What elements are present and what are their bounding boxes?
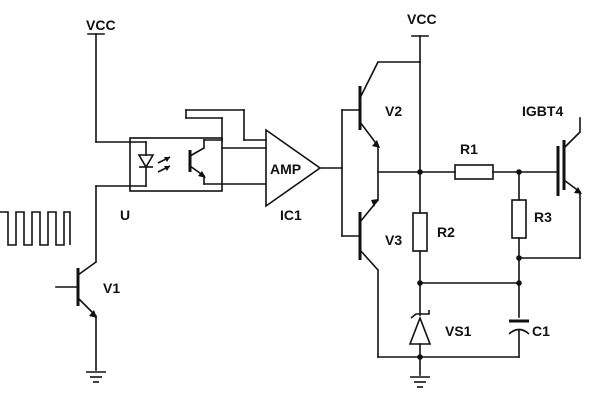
- resistor-r1-label: R1: [460, 141, 478, 157]
- capacitor-c1: C1: [508, 319, 550, 358]
- transistor-v3: V3: [358, 199, 402, 358]
- amplifier-ic1: AMP IC1: [265, 128, 322, 223]
- optocoupler-label: U: [120, 207, 130, 223]
- transistor-v1: V1: [55, 185, 120, 371]
- vcc-left-label: VCC: [86, 17, 116, 33]
- zener-vs1: VS1: [408, 282, 472, 376]
- amp-feedback-wires: [185, 109, 267, 185]
- resistor-r1: R1: [454, 141, 494, 180]
- transistor-v2: V2: [358, 61, 421, 201]
- transistor-v3-label: V3: [385, 232, 402, 248]
- resistor-r2-label: R2: [437, 224, 455, 240]
- optocoupler-u: U: [95, 137, 223, 223]
- output-node-wires: [377, 169, 559, 175]
- igbt-label: IGBT4: [522, 103, 563, 119]
- push-pull-bases: [319, 109, 361, 237]
- capacitor-c1-label: C1: [532, 323, 550, 339]
- transistor-v1-label: V1: [103, 280, 120, 296]
- amplifier-label: AMP: [270, 161, 301, 177]
- ic1-label: IC1: [280, 207, 302, 223]
- ground-right-icon: [410, 376, 430, 388]
- pulse-waveform-icon: [0, 211, 71, 246]
- vcc-right-label: VCC: [407, 11, 437, 27]
- middle-rail: [417, 280, 522, 286]
- vcc-right-terminal: VCC: [407, 11, 437, 214]
- ground-rail: [377, 354, 520, 360]
- resistor-r2: R2: [412, 212, 455, 284]
- ground-left-icon: [86, 371, 106, 383]
- zener-vs1-label: VS1: [445, 323, 472, 339]
- resistor-r3: R3: [511, 171, 552, 318]
- resistor-r3-label: R3: [534, 209, 552, 225]
- vcc-left-terminal: VCC: [86, 17, 116, 143]
- igbt4: IGBT4: [516, 103, 582, 261]
- transistor-v2-label: V2: [385, 103, 402, 119]
